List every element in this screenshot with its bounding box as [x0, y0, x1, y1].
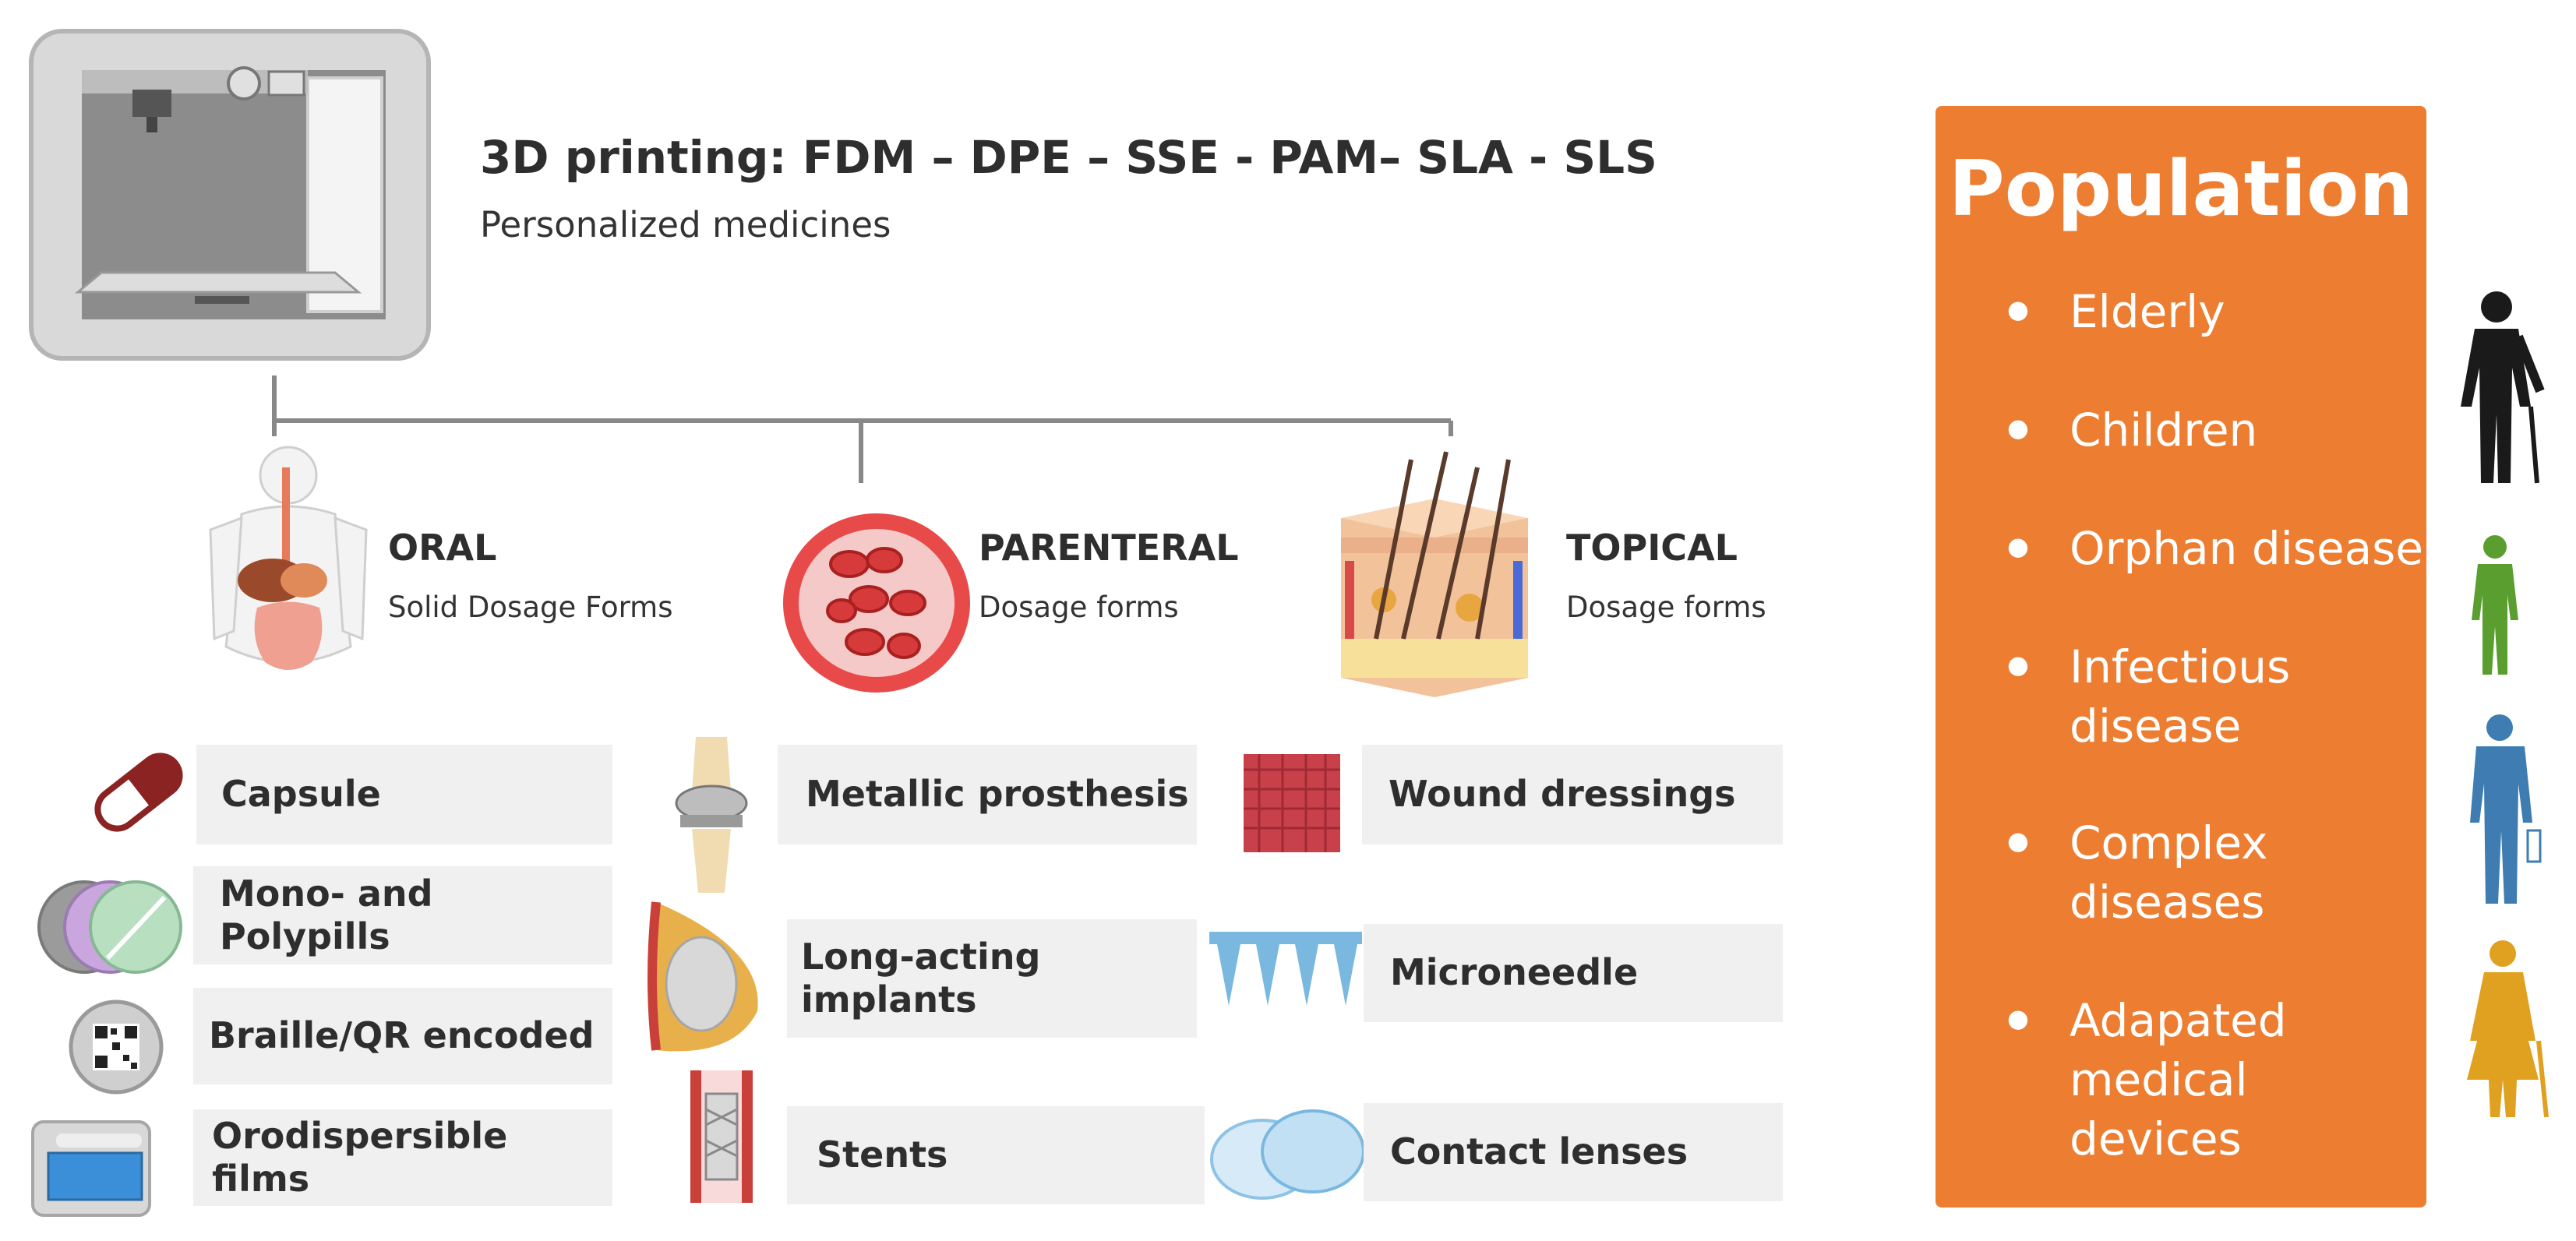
population-item-infectious-disease: Infectious disease [2070, 640, 2291, 753]
population-item-orphan-disease: Orphan disease [2070, 522, 2424, 575]
bullet-icon: ● [2007, 826, 2029, 855]
population-panel: Population ● Elderly ● Children ● Orphan… [1936, 106, 2426, 1208]
route-subtitle-parenteral: Dosage forms [979, 591, 1179, 624]
population-item-elderly: Elderly [2070, 285, 2225, 338]
3d-printer-icon [29, 29, 431, 361]
dosage-box-contact-lenses: Contact lenses [1364, 1103, 1783, 1201]
child-icon [2472, 535, 2518, 675]
woman-icon [2467, 940, 2549, 1118]
polypill-icon [37, 880, 182, 974]
dosage-box-braille-qr: Braille/QR encoded [193, 988, 612, 1084]
bullet-icon: ● [2007, 413, 2029, 442]
route-subtitle-topical: Dosage forms [1566, 591, 1766, 624]
page-subtitle: Personalized medicines [480, 204, 891, 245]
population-item-children: Children [2070, 404, 2258, 457]
dosage-box-capsule: Capsule [196, 745, 612, 844]
dosage-label: Mono- and Polypills [220, 872, 433, 957]
knee-prosthesis-icon [675, 737, 748, 893]
dosage-label: Microneedle [1390, 951, 1639, 994]
film-dispenser-icon [31, 1120, 151, 1217]
dosage-label: Capsule [221, 773, 381, 816]
page-title: 3D printing: FDM – DPE – SSE - PAM– SLA … [480, 131, 1657, 184]
dosage-label: Wound dressings [1389, 773, 1736, 816]
route-title-parenteral: PARENTERAL [979, 527, 1239, 569]
dosage-box-polypills: Mono- and Polypills [193, 866, 612, 964]
bullet-icon: ● [2007, 531, 2029, 561]
adult-man-icon [2470, 714, 2542, 904]
bullet-icon: ● [2007, 294, 2029, 324]
route-title-oral: ORAL [388, 527, 497, 569]
population-title: Population [1948, 145, 2414, 234]
microneedle-icon [1209, 932, 1362, 1006]
bullet-icon: ● [2007, 650, 2029, 679]
route-subtitle-oral: Solid Dosage Forms [388, 591, 673, 624]
skin-layers-icon [1341, 451, 1528, 697]
elderly-person-icon [2461, 291, 2545, 484]
population-item-adapted-medical-devices: Adapated medical devices [2070, 994, 2287, 1165]
dosage-label: Braille/QR encoded [209, 1014, 595, 1057]
contact-lens-icon [1210, 1109, 1365, 1200]
dosage-box-microneedle: Microneedle [1364, 924, 1783, 1022]
dosage-box-wound-dressings: Wound dressings [1362, 745, 1783, 844]
dosage-label: Long-acting implants [801, 935, 1041, 1021]
population-item-complex-diseases: Complex diseases [2070, 816, 2268, 929]
dosage-label: Stents [817, 1133, 948, 1176]
dosage-label: Contact lenses [1390, 1130, 1689, 1173]
blood-vessel-icon [783, 513, 970, 693]
dosage-box-stents: Stents [787, 1106, 1205, 1204]
dosage-box-long-acting-implants: Long-acting implants [787, 919, 1197, 1038]
breast-implant-icon [648, 901, 758, 1052]
dosage-box-metallic-prosthesis: Metallic prosthesis [778, 745, 1197, 844]
route-title-topical: TOPICAL [1566, 527, 1738, 569]
stent-icon [690, 1070, 753, 1203]
dosage-label: Metallic prosthesis [806, 773, 1189, 816]
capsule-icon [94, 753, 183, 832]
wound-dressing-icon [1244, 754, 1340, 852]
qr-code-icon [69, 999, 164, 1095]
dosage-label: Orodispersible films [212, 1114, 508, 1200]
digestive-system-icon [209, 446, 368, 670]
dosage-box-orodispersible-films: Orodispersible films [193, 1109, 612, 1206]
bullet-icon: ● [2007, 1003, 2029, 1033]
